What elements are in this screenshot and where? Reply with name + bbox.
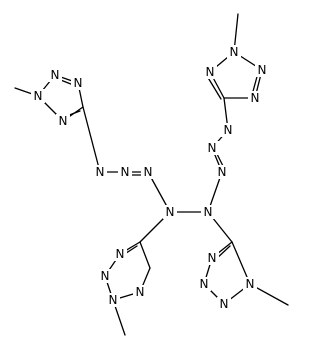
atom-n: N: [141, 165, 155, 179]
atom-n: N: [227, 45, 241, 59]
atom-label: N: [59, 114, 68, 128]
atom-label: N: [200, 277, 209, 291]
atom-n: N: [197, 277, 211, 291]
atom-n: N: [203, 65, 217, 79]
atom-label: N: [136, 285, 145, 299]
atom-n: N: [31, 89, 45, 103]
atom-n: N: [48, 68, 62, 82]
atom-n: N: [71, 76, 85, 90]
atom-n: N: [205, 141, 219, 155]
atom-label: N: [74, 76, 83, 90]
atom-n: N: [98, 269, 112, 283]
atom-n: N: [118, 165, 132, 179]
bond: [206, 75, 222, 100]
atom-n: N: [56, 114, 70, 128]
atom-label: N: [224, 123, 233, 137]
atom-label: N: [96, 165, 105, 179]
atom-n: N: [221, 123, 235, 137]
atom-n: N: [93, 165, 107, 179]
atom-n: N: [205, 251, 219, 265]
atom-n: N: [255, 63, 269, 77]
atom-label: N: [34, 89, 43, 103]
atom-n: N: [248, 91, 262, 105]
atom-label: N: [220, 297, 229, 311]
atom-n: N: [113, 247, 127, 261]
atom-n: N: [163, 205, 177, 219]
atom-n: N: [106, 293, 120, 307]
atom-label: N: [208, 141, 217, 155]
atom-label: N: [258, 63, 267, 77]
atom-label: N: [51, 68, 60, 82]
atom-n: N: [133, 285, 147, 299]
atom-label: N: [101, 269, 110, 283]
atom-label: N: [218, 165, 227, 179]
atom-label: N: [206, 65, 215, 79]
atom-label: N: [121, 165, 130, 179]
atom-label: N: [251, 91, 260, 105]
atom-n: N: [201, 205, 215, 219]
atom-layer: N N N N N N N N N N N N N N N N N N N N: [31, 45, 269, 311]
bond: [139, 241, 151, 269]
bond: [82, 106, 101, 173]
atom-label: N: [166, 205, 175, 219]
atom-n: N: [217, 297, 231, 311]
atom-n: N: [215, 165, 229, 179]
atom-label: N: [116, 247, 125, 261]
atom-label: N: [208, 251, 217, 265]
atom-label: N: [109, 293, 118, 307]
atom-label: N: [230, 45, 239, 59]
atom-n: N: [243, 277, 257, 291]
atom-label: N: [204, 205, 213, 219]
atom-label: N: [144, 165, 153, 179]
atom-label: N: [246, 277, 255, 291]
